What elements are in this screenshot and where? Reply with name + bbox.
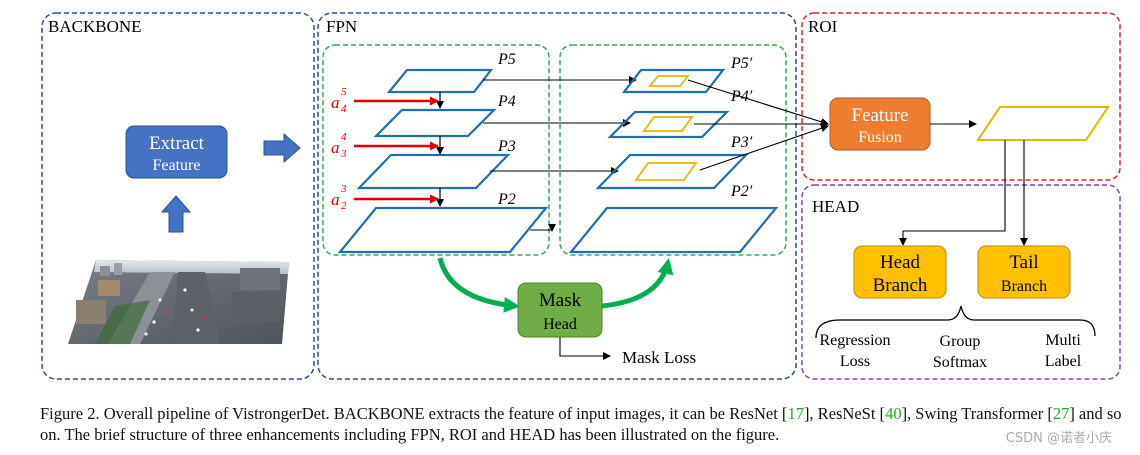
ref-swin[interactable]: 27: [1052, 404, 1070, 423]
multi-line2: Label: [1045, 353, 1082, 370]
anchor-3-sup: 3: [340, 183, 347, 195]
extract-label: Extract: [149, 133, 205, 154]
plane-p4: [373, 108, 497, 138]
fusion-input-arrows: [687, 79, 829, 171]
tail-branch-line1: Tail: [1009, 252, 1038, 273]
mask-head-label: Head: [543, 316, 577, 333]
backbone-label: BACKBONE: [48, 17, 142, 36]
roi-section: [801, 12, 1121, 181]
fpn-left-group: [322, 44, 550, 256]
ref-resnet[interactable]: 17: [787, 404, 804, 423]
watermark: CSDN @诺者小庆: [1005, 431, 1112, 446]
caption-suffix: ] and so on. The brief structure of thre…: [40, 404, 1122, 444]
roi-feature-plane: [976, 106, 1110, 141]
anchor-3-sub: 2: [341, 200, 347, 212]
right-arrow-icon: [263, 132, 301, 164]
extract-feature-box: Extract Feature: [125, 125, 228, 179]
label-p5: P5: [497, 51, 516, 68]
fpn-label: FPN: [326, 17, 357, 36]
fpn-section: [317, 12, 797, 380]
regression-line1: Regression: [819, 332, 890, 349]
anchor-label-3: a 3 2: [331, 183, 347, 212]
fpn-right-planes: [568, 68, 779, 254]
anchor-1-sub: 4: [341, 103, 347, 115]
mask-loss-arrow: [559, 337, 611, 360]
extract-feature-label: Feature: [153, 157, 201, 174]
label-p4: P4: [497, 93, 516, 110]
caption-prefix: Figure 2. Overall pipeline of Vistronger…: [40, 404, 788, 423]
fpn-right-group: [559, 44, 787, 256]
head-branch-line1: Head: [880, 252, 921, 273]
group-line1: Group: [940, 333, 981, 350]
loss-brace: [815, 305, 1096, 339]
label-p3: P3: [497, 138, 516, 155]
backbone-section: [41, 12, 315, 380]
anchor-3-base: a: [331, 190, 340, 209]
label-p2-prime: P2′: [730, 183, 753, 200]
plane-p2: [337, 206, 549, 254]
plane-p3-prime: [595, 153, 749, 190]
roi-label: ROI: [808, 17, 838, 36]
group-line2: Softmax: [933, 354, 987, 371]
anchor-1-sup: 5: [341, 86, 347, 98]
multi-line1: Multi: [1045, 332, 1081, 349]
mask-head-box: Mask Head: [517, 282, 603, 338]
head-section: [801, 184, 1121, 380]
tail-branch-box: Tail Branch: [977, 245, 1071, 299]
label-p5-prime: P5′: [730, 55, 753, 72]
plane-p4-prime: [607, 110, 730, 139]
plane-p2-prime: [568, 206, 779, 254]
lateral-arrows: [483, 76, 637, 232]
anchor-arrows: [354, 96, 439, 204]
ref-resnest[interactable]: 40: [885, 404, 902, 423]
plane-p5-prime: [621, 68, 726, 94]
fpn-left-planes: [337, 68, 549, 254]
mask-label: Mask: [539, 290, 582, 311]
arrow-to-head-branch: [899, 140, 1006, 246]
anchor-2-sup: 4: [341, 131, 347, 143]
green-arrow-from-mask: [601, 258, 674, 309]
plane-p3: [356, 153, 511, 190]
city-photo: [68, 260, 289, 344]
tail-branch-line2: Branch: [1001, 278, 1047, 295]
mask-loss-label: Mask Loss: [622, 348, 696, 367]
anchor-2-sub: 3: [340, 148, 347, 160]
anchor-1-base: a: [331, 93, 340, 112]
feature-fusion-box: Feature Fusion: [829, 97, 931, 151]
anchor-label-2: a 4 3: [331, 131, 347, 160]
anchor-label-1: a 5 4: [331, 86, 347, 115]
label-p2: P2: [497, 191, 516, 208]
fusion-label: Fusion: [858, 129, 902, 146]
caption-mid2: ], Swing Transformer [: [901, 404, 1053, 423]
plane-p5: [386, 68, 494, 94]
anchor-2-base: a: [331, 138, 340, 157]
head-branch-line2: Branch: [873, 275, 928, 296]
fusion-feature-label: Feature: [852, 105, 909, 126]
up-arrow-icon: [160, 195, 192, 233]
head-label: HEAD: [812, 197, 859, 216]
figure-caption: Figure 2. Overall pipeline of Vistronger…: [40, 403, 1130, 445]
head-branch-box: Head Branch: [853, 245, 947, 299]
regression-line2: Loss: [840, 353, 870, 370]
label-p3-prime: P3′: [730, 134, 753, 151]
caption-mid1: ], ResNeSt [: [803, 404, 886, 423]
green-arrow-to-mask: [437, 257, 520, 313]
roi-boxes-on-levels: [634, 75, 698, 181]
